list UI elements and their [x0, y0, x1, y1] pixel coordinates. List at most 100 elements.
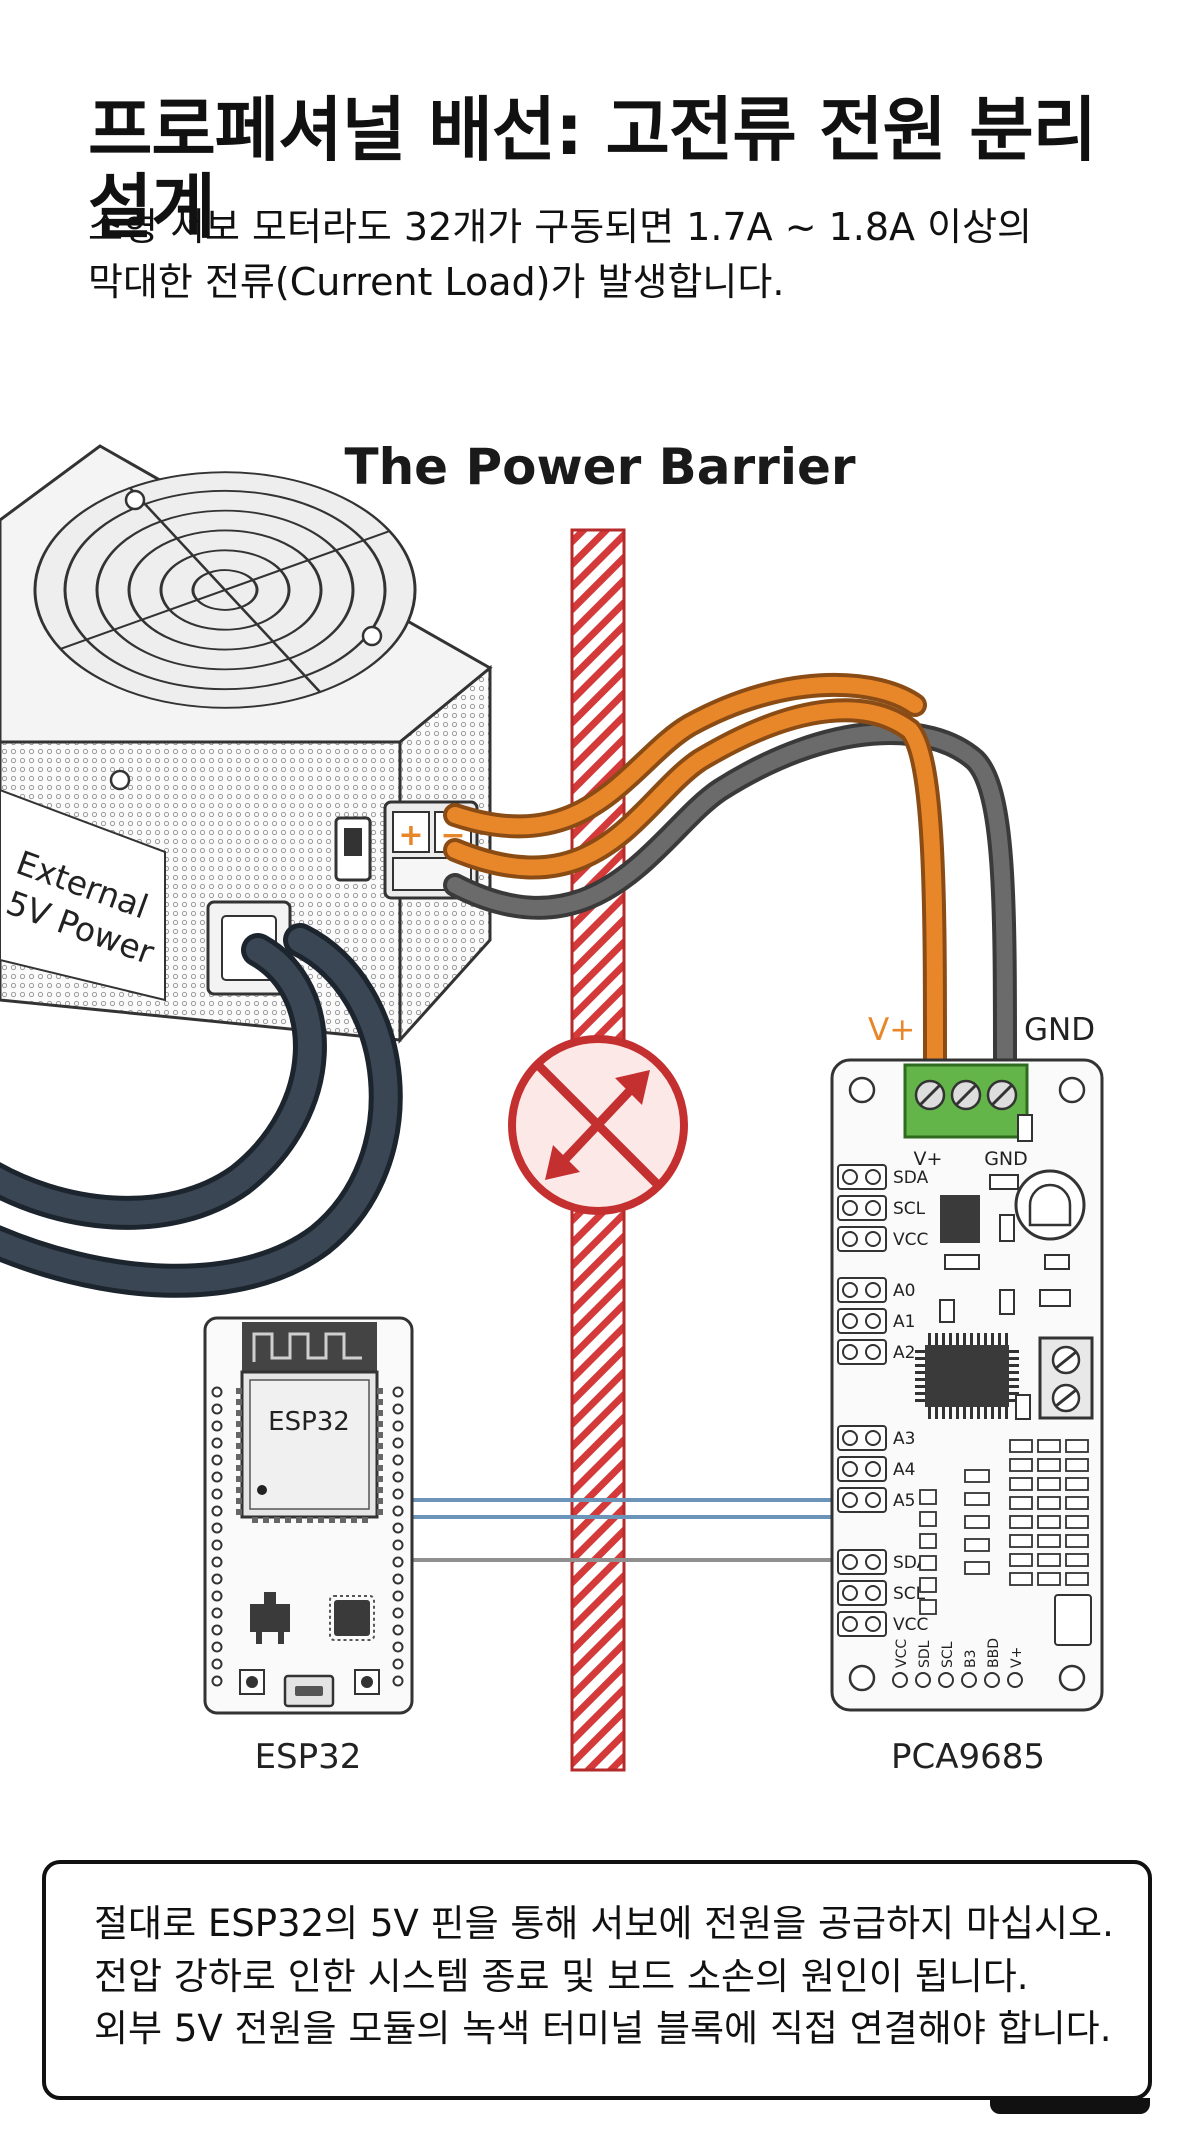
smd-resistor	[1065, 1572, 1089, 1586]
module-pad	[236, 1388, 242, 1394]
header-pin	[392, 1607, 404, 1619]
module-pad	[351, 1517, 357, 1523]
module-pad	[377, 1421, 383, 1427]
ic-leg	[1009, 1399, 1019, 1402]
pin-label-addr-2: A2	[893, 1343, 915, 1363]
pin-hole	[842, 1492, 858, 1508]
header-pin	[392, 1471, 404, 1483]
header-pin	[392, 1556, 404, 1568]
bottom-pin-hole	[1007, 1672, 1023, 1688]
bottom-pin-label-4: BBD	[986, 1638, 1002, 1668]
smd-resistor	[1037, 1496, 1061, 1510]
header-pin	[211, 1590, 223, 1602]
smd-component	[989, 1174, 1019, 1190]
pin-hole	[865, 1282, 881, 1298]
led-pad	[919, 1599, 937, 1615]
header-pin	[392, 1624, 404, 1636]
bottom-pin-label-1: SDL	[917, 1640, 933, 1668]
terminal-plus-label: +	[398, 818, 423, 853]
pin-hole	[842, 1313, 858, 1329]
ic-leg	[942, 1407, 945, 1419]
bottom-pin-label-5: V+	[1009, 1647, 1025, 1668]
module-pad	[377, 1487, 383, 1493]
ic-leg	[956, 1407, 959, 1419]
pin-hole	[865, 1231, 881, 1247]
led-pad	[919, 1533, 937, 1549]
pin-hole	[865, 1492, 881, 1508]
smd-resistor	[1009, 1439, 1033, 1453]
subtitle-line-2: 막대한 전류(Current Load)가 발생합니다.	[88, 260, 785, 305]
subtitle-line-1: 소형 서보 모터라도 32개가 구동되면 1.7A ~ 1.8A 이상의	[88, 205, 1033, 249]
ic-leg	[956, 1333, 959, 1345]
header-pin	[211, 1573, 223, 1585]
module-pad	[274, 1517, 280, 1523]
pin-hole	[865, 1554, 881, 1570]
smd-resistor	[1065, 1477, 1089, 1491]
pin-label-addr-4: A4	[893, 1460, 915, 1480]
module-pad	[307, 1517, 313, 1523]
pin-hole	[865, 1344, 881, 1360]
ic-leg	[970, 1407, 973, 1419]
module-pad	[296, 1517, 302, 1523]
pin-hole	[842, 1461, 858, 1477]
warning-note-line-3: 외부 5V 전원을 모듈의 녹색 터미널 블록에 직접 연결해야 합니다.	[94, 2007, 1112, 2051]
header-pin	[211, 1420, 223, 1432]
ic-leg	[970, 1333, 973, 1345]
header-pin	[211, 1454, 223, 1466]
header-pin	[211, 1471, 223, 1483]
ic-leg	[1009, 1378, 1019, 1381]
smd-resistor	[1065, 1534, 1089, 1548]
power-barrier-diagram: The Power Barrier External 5V Power	[0, 438, 1104, 1777]
pin-hole	[842, 1430, 858, 1446]
esp32-chip-label: ESP32	[268, 1407, 350, 1437]
header-pin	[211, 1437, 223, 1449]
module-pad	[236, 1454, 242, 1460]
pin-hole	[865, 1313, 881, 1329]
pin-label-bottom-2: VCC	[893, 1615, 928, 1635]
smd-component	[1017, 1114, 1033, 1142]
header-pin	[392, 1590, 404, 1602]
module-pad	[236, 1498, 242, 1504]
ic-leg	[942, 1333, 945, 1345]
module-pad	[377, 1399, 383, 1405]
header-pin	[392, 1420, 404, 1432]
smd-resistor	[1065, 1439, 1089, 1453]
warning-note-line-2: 전압 강하로 인한 시스템 종료 및 보드 소손의 원인이 됩니다.	[94, 1954, 1029, 1998]
module-pad	[318, 1517, 324, 1523]
ic-leg	[928, 1407, 931, 1419]
ic-leg	[963, 1333, 966, 1345]
pin-hole	[865, 1585, 881, 1601]
module-pad	[236, 1432, 242, 1438]
header-pin	[211, 1556, 223, 1568]
ic-leg	[1009, 1364, 1019, 1367]
smd-resistor	[1009, 1477, 1033, 1491]
header-pin	[392, 1641, 404, 1653]
ic-leg	[949, 1333, 952, 1345]
vplus-wire-label: V+	[868, 1012, 915, 1048]
smd-resistor	[1009, 1458, 1033, 1472]
smd-component	[939, 1299, 955, 1323]
ic-leg	[998, 1333, 1001, 1345]
module-pad	[377, 1498, 383, 1504]
smd-resistor	[1009, 1534, 1033, 1548]
pin-label-addr-3: A3	[893, 1429, 915, 1449]
subtitle: 소형 서보 모터라도 32개가 구동되면 1.7A ~ 1.8A 이상의 막대한…	[88, 200, 1148, 310]
esp32-header-pins	[211, 1386, 404, 1687]
header-pin	[392, 1539, 404, 1551]
ic-leg	[984, 1407, 987, 1419]
pca9685-ic-legs	[915, 1333, 1019, 1419]
ic-leg	[1009, 1385, 1019, 1388]
header-pin	[392, 1437, 404, 1449]
smd-resistor	[1065, 1515, 1089, 1529]
esp32-caption: ESP32	[255, 1737, 362, 1777]
led-pad	[919, 1511, 937, 1527]
header-pin	[211, 1522, 223, 1534]
pin-hole	[842, 1169, 858, 1185]
pca9685-smd-components	[919, 1114, 1092, 1646]
smd-resistor	[964, 1561, 990, 1575]
pin-label-bottom-1: SCL	[893, 1584, 926, 1604]
ic-leg	[915, 1350, 925, 1353]
smd-resistor	[1065, 1458, 1089, 1472]
